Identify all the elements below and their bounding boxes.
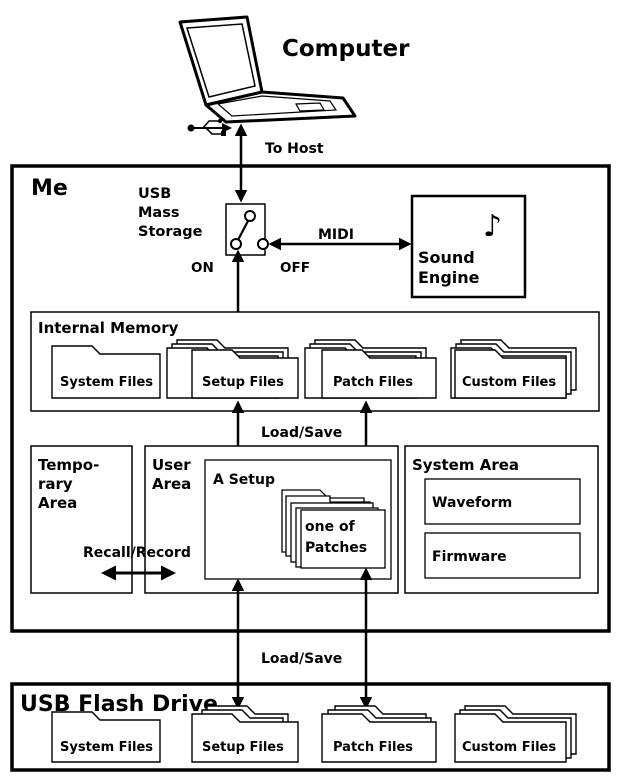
music-note-icon: ♪ <box>483 209 502 244</box>
usb-custom-files-label: Custom Files <box>462 740 556 755</box>
computer-label: Computer <box>282 36 410 62</box>
usb-setup-files-folder <box>191 705 299 763</box>
laptop-icon <box>178 15 357 124</box>
waveform-box <box>424 478 581 525</box>
system-area-title: System Area <box>412 456 519 474</box>
sound-engine-label: Sound Engine <box>418 248 480 287</box>
to-host-label: To Host <box>265 141 324 157</box>
setup-label: A Setup <box>213 472 275 488</box>
internal-patch-files-folder <box>304 339 437 399</box>
usb-flash-drive-title: USB Flash Drive <box>20 692 218 717</box>
usb-mass-storage-switch <box>225 203 269 256</box>
internal-patch-files-label: Patch Files <box>333 375 413 390</box>
internal-memory-title: Internal Memory <box>38 319 179 337</box>
internal-setup-files-folder <box>166 339 299 399</box>
internal-system-files-label: System Files <box>60 375 153 390</box>
patch-label: one of Patches <box>305 519 367 556</box>
usb-custom-files-folder <box>454 705 577 763</box>
recall-record-label: Recall/Record <box>83 545 191 561</box>
internal-system-files-folder <box>51 345 161 399</box>
waveform-label: Waveform <box>432 495 512 511</box>
usb-icon <box>187 118 232 136</box>
temporary-area-title: Tempo- rary Area <box>38 456 105 512</box>
usb-mass-storage-label: USB Mass Storage <box>138 186 203 240</box>
usb-system-files-folder <box>51 711 161 763</box>
device-label: Me <box>31 176 68 201</box>
internal-setup-files-label: Setup Files <box>202 375 284 390</box>
switch-on-label: ON <box>191 260 214 276</box>
usb-patch-files-label: Patch Files <box>333 740 413 755</box>
load-save-lower-label: Load/Save <box>261 651 342 667</box>
internal-custom-files-folder <box>450 339 577 399</box>
load-save-upper-label: Load/Save <box>261 425 342 441</box>
user-area-title: User Area <box>152 456 196 493</box>
patch-stack <box>281 489 386 569</box>
firmware-label: Firmware <box>432 549 507 565</box>
usb-flash-drive-frame <box>10 682 611 772</box>
sound-engine-box <box>410 194 527 299</box>
midi-label: MIDI <box>318 227 354 243</box>
internal-custom-files-label: Custom Files <box>462 375 556 390</box>
device-frame <box>10 164 611 633</box>
usb-system-files-label: System Files <box>60 740 153 755</box>
usb-patch-files-folder <box>321 705 437 763</box>
firmware-box <box>424 532 581 579</box>
usb-setup-files-label: Setup Files <box>202 740 284 755</box>
switch-off-label: OFF <box>280 260 310 276</box>
